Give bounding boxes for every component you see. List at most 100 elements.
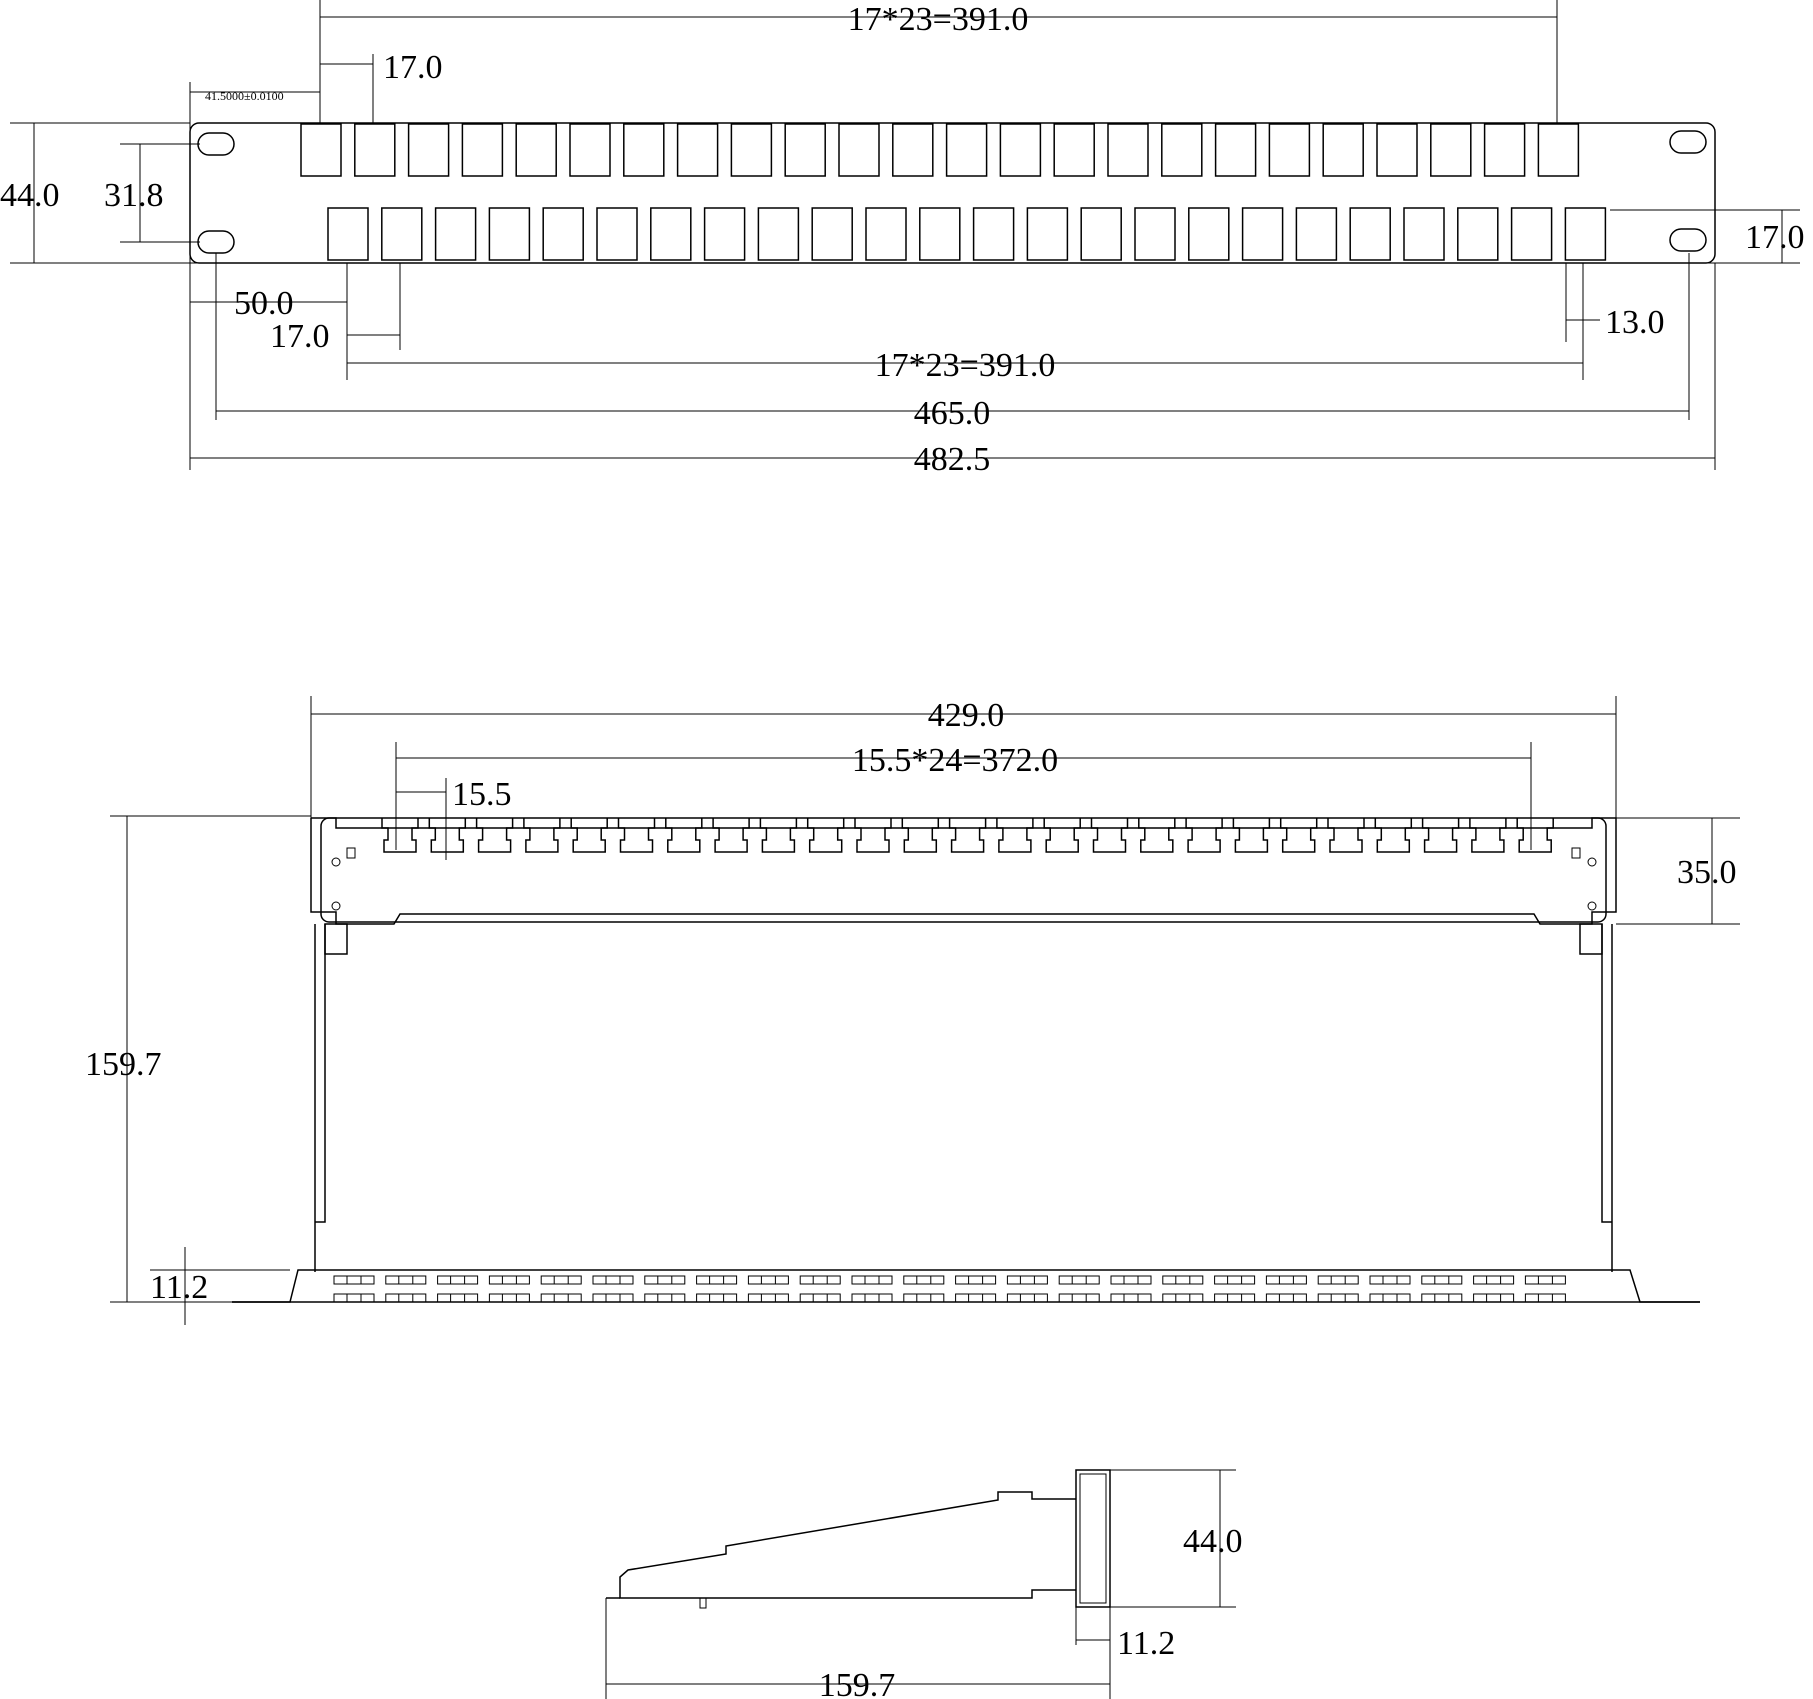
front-port-top: [1483, 123, 1526, 177]
front-panel-outline: [189, 122, 1716, 264]
mount-hole-top-right: [1669, 130, 1707, 154]
keystone-slot: [617, 818, 656, 853]
dim-left-offset: 50.0: [234, 285, 294, 322]
tray-slot: [1110, 1293, 1152, 1303]
tray-slot: [1162, 1275, 1204, 1285]
front-port-bottom: [1026, 207, 1069, 261]
tray-slot: [644, 1275, 686, 1285]
keystone-slot: [1043, 818, 1081, 853]
tray-slot: [851, 1275, 893, 1285]
front-port-top: [623, 123, 665, 177]
tray-slot: [1369, 1293, 1411, 1303]
tray-slot: [1058, 1275, 1100, 1285]
keystone-slot: [1138, 818, 1176, 853]
dim-front-height: 44.0: [0, 177, 60, 214]
front-port-bottom: [703, 207, 746, 261]
front-port-bottom: [1080, 207, 1122, 261]
tray-slot: [1265, 1293, 1307, 1303]
front-port-bottom: [381, 207, 423, 261]
dim-side-depth: 159.7: [819, 1667, 896, 1699]
tray-slot: [1162, 1293, 1204, 1303]
side-view: 44.0 11.2 159.7: [605, 1469, 1243, 1699]
front-port-bottom: [596, 207, 638, 261]
dim-slot-pitch: 15.5*24=372.0: [852, 742, 1058, 779]
front-view: 17*23=391.0 17.0 41.5000±0.0100 44.0 31.…: [0, 0, 1805, 478]
tray-slot: [696, 1293, 738, 1303]
dim-port-width: 13.0: [1605, 304, 1665, 341]
dim-hole-spacing: 31.8: [104, 177, 164, 214]
keystone-slot: [1327, 818, 1365, 853]
front-port-top: [515, 123, 557, 177]
front-port-top: [784, 123, 826, 177]
tray-slot: [1317, 1275, 1359, 1285]
tray-slot: [696, 1275, 738, 1285]
keystone-slot: [854, 818, 892, 853]
front-port-top: [999, 123, 1042, 177]
front-port-top: [1268, 123, 1311, 177]
tray-slot-grid: [333, 1275, 1566, 1303]
keystone-slot: [428, 818, 467, 853]
front-port-top: [945, 123, 988, 177]
tray-slot: [955, 1275, 997, 1285]
keystone-slot: [1516, 818, 1554, 853]
tray-slot: [437, 1275, 479, 1285]
tray-slot: [1421, 1275, 1463, 1285]
tray-slot: [799, 1293, 841, 1303]
front-port-bottom: [327, 207, 369, 261]
tray-slot: [1421, 1293, 1463, 1303]
tray-slot: [1265, 1275, 1307, 1285]
tray-slot: [1058, 1293, 1100, 1303]
front-port-bottom: [1241, 207, 1284, 261]
keystone-slot: [1374, 818, 1413, 853]
dim-side-flange: 11.2: [1117, 1625, 1175, 1662]
front-port-top: [892, 123, 934, 177]
keystone-slot: [1421, 818, 1460, 853]
front-port-top: [1161, 123, 1203, 177]
tray-slot: [799, 1275, 841, 1285]
top-port-row: [300, 123, 1580, 177]
keystone-slot: [996, 818, 1034, 853]
keystone-slot: [665, 818, 703, 853]
tray-slot: [385, 1293, 427, 1303]
dim-slot-pitch-single: 15.5: [452, 776, 512, 813]
dim-total-width: 482.5: [914, 441, 991, 478]
tray-slot: [1524, 1293, 1566, 1303]
dim-port-pitch-top: 17.0: [383, 49, 443, 86]
front-port-bottom: [972, 207, 1015, 261]
dim-top-pitch: 17*23=391.0: [848, 1, 1029, 38]
mount-hole-bottom-right: [1669, 228, 1707, 252]
dim-right-height: 17.0: [1745, 219, 1805, 256]
tray-slot: [903, 1293, 945, 1303]
dim-top-width: 429.0: [928, 697, 1005, 734]
front-port-bottom: [650, 207, 692, 261]
dim-bracket-depth: 35.0: [1677, 854, 1737, 891]
tray-slot: [1214, 1293, 1256, 1303]
tray-slot: [1473, 1275, 1515, 1285]
tray-slot: [540, 1275, 582, 1285]
front-port-top: [569, 123, 611, 177]
keystone-slot: [901, 818, 940, 853]
front-port-top: [1053, 123, 1095, 177]
front-port-top: [1214, 123, 1257, 177]
tray-slot: [1317, 1293, 1359, 1303]
front-port-top: [407, 123, 450, 177]
side-faceplate: [1075, 1469, 1111, 1608]
dim-top-depth: 159.7: [85, 1046, 162, 1083]
tray-slot: [1214, 1275, 1256, 1285]
keystone-slot: [806, 818, 845, 853]
tray-slot: [333, 1275, 375, 1285]
tray-slot: [644, 1293, 686, 1303]
front-port-top: [1376, 123, 1418, 177]
tray-slot: [540, 1293, 582, 1303]
dim-port-pitch-bottom: 17.0: [270, 318, 330, 355]
keystone-slot: [1279, 818, 1318, 853]
keystone-slot: [1469, 818, 1507, 853]
front-port-bottom: [865, 207, 907, 261]
front-port-top: [354, 123, 396, 177]
front-port-bottom: [811, 207, 853, 261]
front-port-top: [838, 123, 880, 177]
keystone-slot: [381, 818, 419, 853]
front-port-top: [1322, 123, 1364, 177]
top-view: 429.0 15.5*24=372.0 15.5 35.0 159.7 11.2: [85, 696, 1740, 1325]
front-port-bottom: [434, 207, 477, 261]
